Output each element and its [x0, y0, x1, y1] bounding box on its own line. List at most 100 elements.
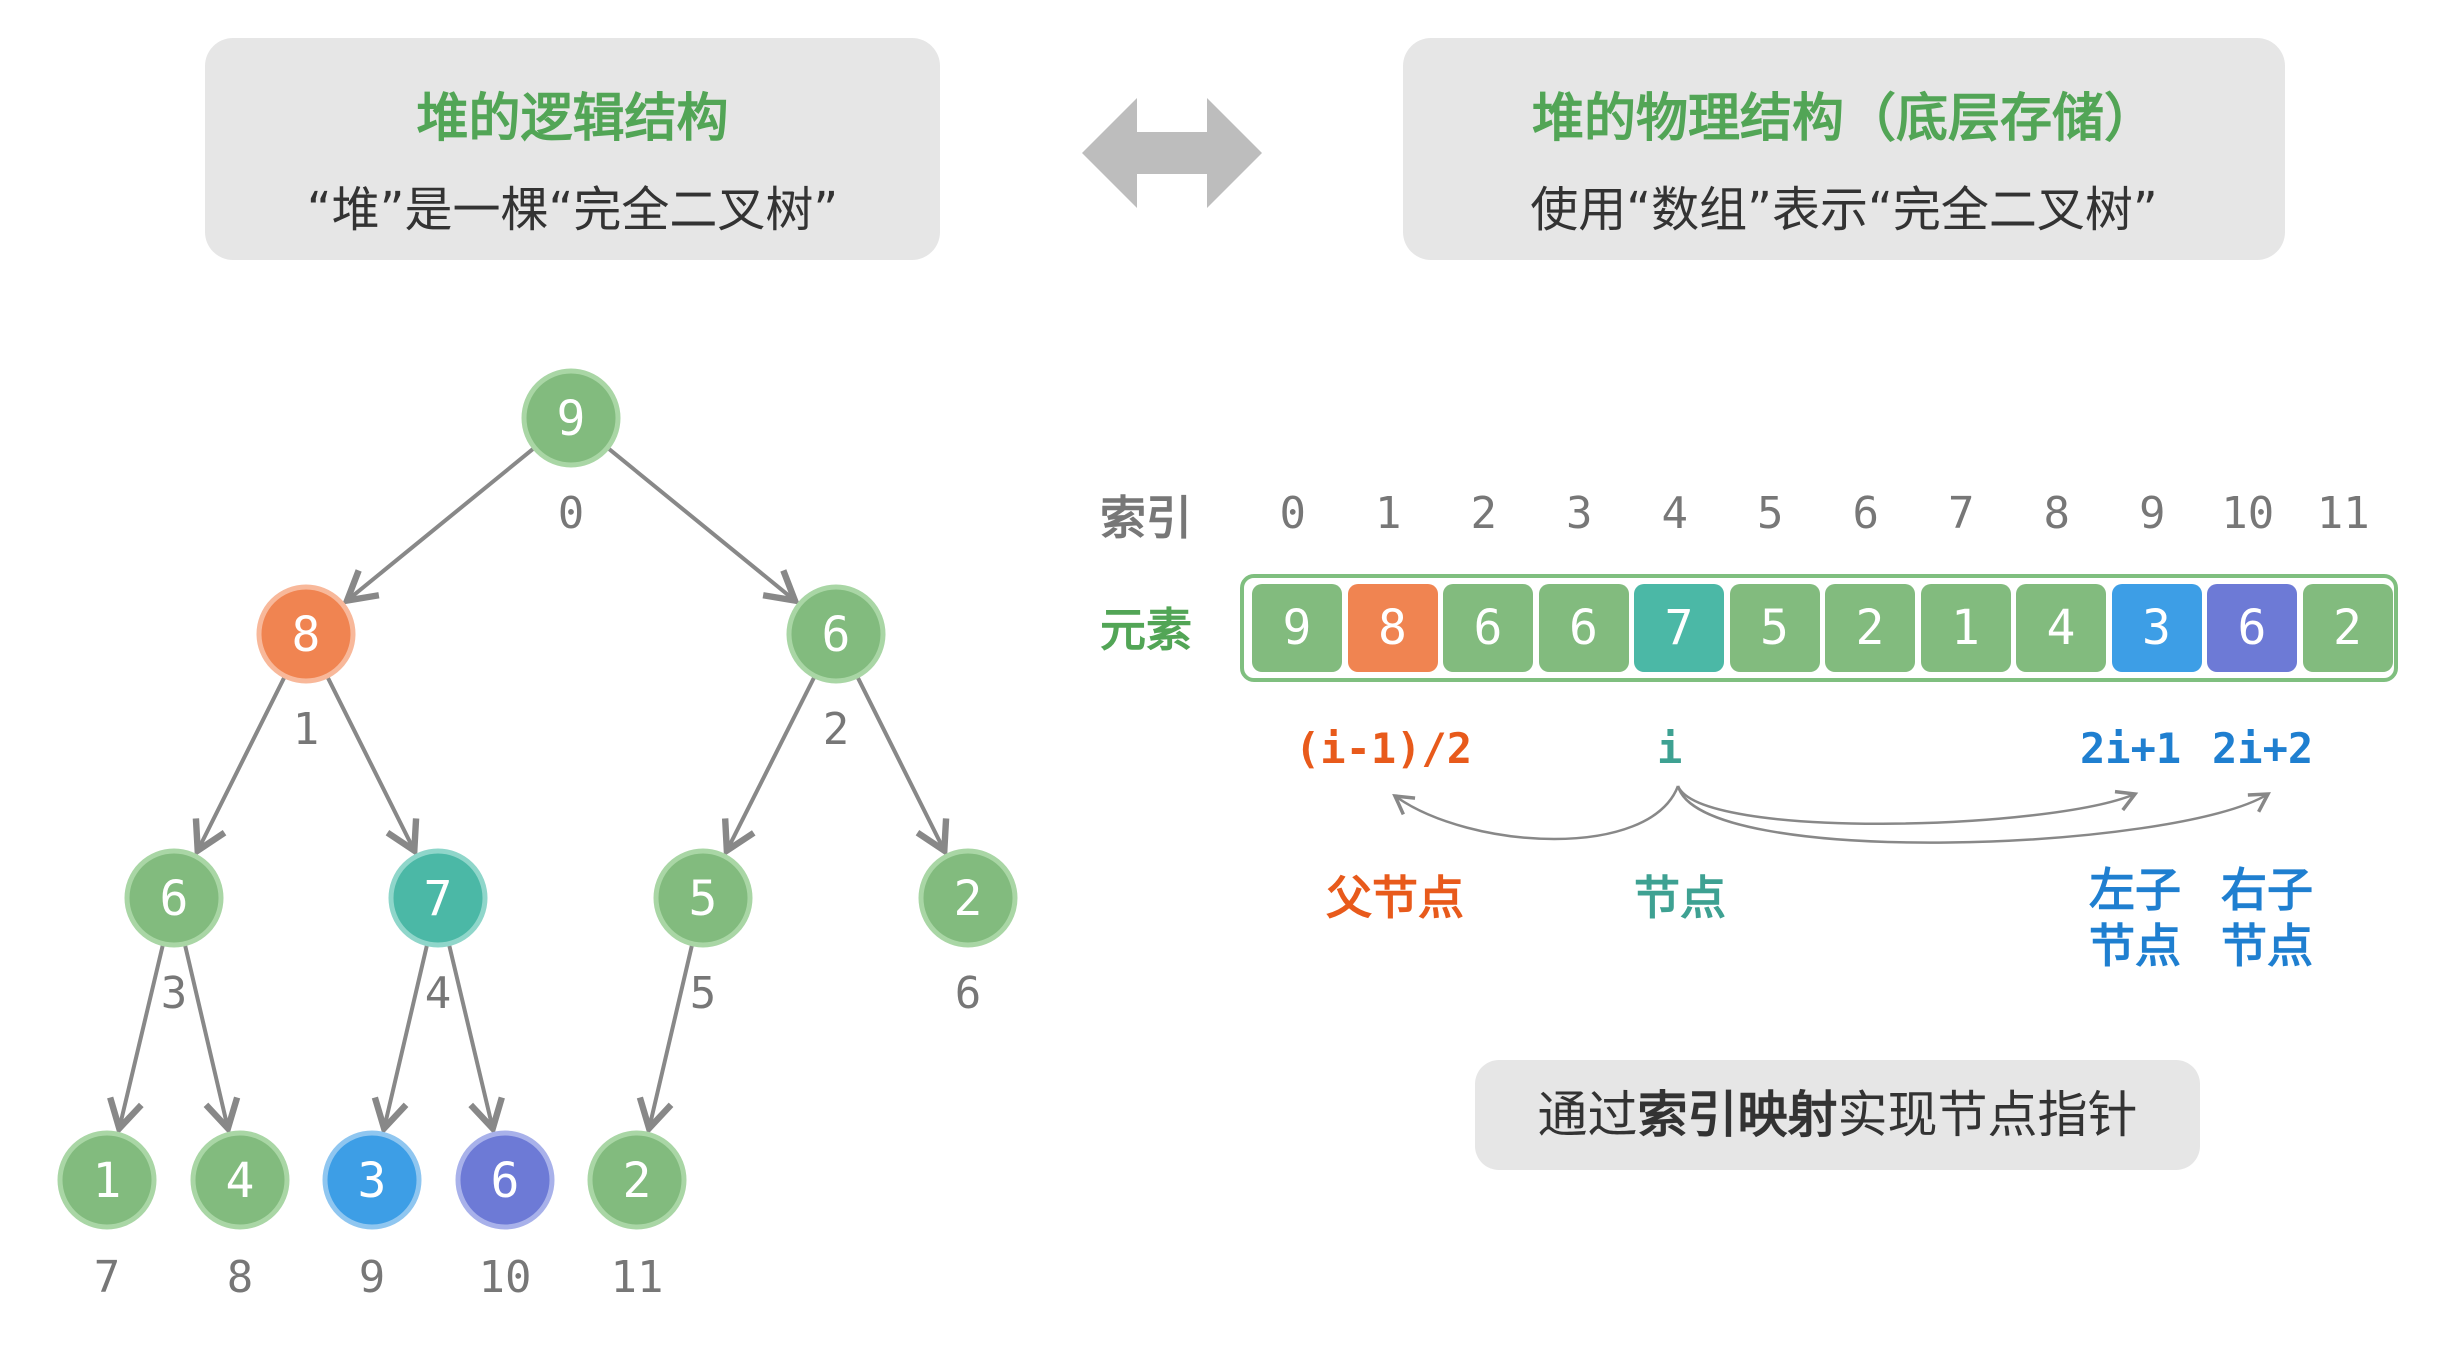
tree-node-index: 3	[161, 968, 188, 1019]
tree-edge	[607, 447, 800, 605]
tree-node-index: 10	[479, 1252, 532, 1303]
note-bold: 索引映射	[1637, 1086, 1838, 1144]
tree-edge	[856, 676, 950, 857]
tree-node: 48	[190, 1130, 290, 1303]
tree-node-value: 2	[623, 1153, 652, 1209]
index-mapping-note: 通过索引映射实现节点指针	[1475, 1060, 2200, 1170]
right-child-caption-line1: 右子	[2221, 863, 2313, 917]
tree-node-index: 1	[293, 704, 320, 755]
left-child-caption: 左子 节点	[2080, 862, 2190, 974]
tree-node-index: 9	[359, 1252, 386, 1303]
node-caption: 节点	[1634, 871, 1726, 925]
tree-node-value: 2	[954, 871, 983, 927]
tree-edge	[183, 945, 241, 1135]
tree-node: 55	[653, 848, 753, 1019]
tree-edge	[447, 945, 505, 1135]
tree-node-index: 6	[955, 968, 982, 1019]
tree-node-index: 2	[823, 704, 850, 755]
array-index-label: 3	[1566, 488, 1593, 539]
physical-structure-box: 堆的物理结构（底层存储） 使用“数组”表示“完全二叉树”	[1403, 38, 2285, 260]
tree-node: 90	[521, 368, 621, 539]
tree-node: 39	[322, 1130, 422, 1303]
array-index-label: 11	[2316, 488, 2370, 539]
double-headed-arrow-icon	[1082, 98, 1262, 208]
tree-node: 2 11	[587, 1130, 687, 1303]
tree-node-value: 7	[424, 871, 453, 927]
tree-node-index: 7	[94, 1252, 121, 1303]
right-child-caption: 右子 节点	[2212, 862, 2322, 974]
right-child-index-formula: 2i+2	[2212, 724, 2314, 773]
tree-node-index: 5	[690, 968, 717, 1019]
array-index-label: 1	[1375, 488, 1402, 539]
array-cell: 5	[1729, 584, 1820, 672]
parent-index-formula: (i-1)/2	[1295, 724, 1473, 773]
array-cell: 6	[2207, 584, 2297, 672]
array-index-label: 8	[2043, 488, 2071, 539]
array-index-label: 6	[1852, 488, 1880, 539]
physical-structure-subtitle: 使用“数组”表示“完全二叉树”	[1530, 182, 2158, 238]
tree-edge	[107, 945, 165, 1135]
array-cell: 6	[1538, 584, 1629, 672]
array-cell: 7	[1634, 584, 1724, 672]
index-row-label: 索引	[1100, 491, 1192, 545]
tree-edge	[326, 676, 420, 857]
array-index-label: 2	[1470, 488, 1498, 539]
tree-node-index: 11	[611, 1252, 664, 1303]
physical-structure-title: 堆的物理结构（底层存储）	[1531, 89, 2156, 149]
array-cell: 9	[1252, 584, 1342, 672]
tree-node-index: 0	[558, 488, 585, 539]
tree-edge	[636, 945, 694, 1135]
tree-edge	[192, 676, 286, 857]
array-index-label: 7	[1948, 488, 1975, 539]
tree-node: 63	[124, 848, 224, 1019]
array-cell: 8	[1347, 584, 1438, 672]
array-cell: 4	[2016, 584, 2106, 672]
tree-node-value: 9	[557, 391, 586, 447]
logical-structure-subtitle: “堆”是一棵“完全二叉树”	[306, 182, 839, 238]
tree-node-index: 8	[227, 1252, 254, 1303]
tree-node-value: 4	[226, 1153, 255, 1209]
tree-node-value: 6	[491, 1153, 520, 1209]
tree-node-value: 8	[292, 607, 321, 663]
note-suffix: 实现节点指针	[1837, 1086, 2138, 1144]
left-child-caption-line1: 左子	[2089, 863, 2181, 917]
tree-node-value: 6	[160, 871, 189, 927]
right-child-caption-line2: 节点	[2221, 919, 2313, 973]
tree-node: 26	[918, 848, 1018, 1019]
tree-node: 74	[388, 848, 488, 1019]
array-cell: 3	[2111, 584, 2202, 672]
logical-structure-title: 堆的逻辑结构	[416, 89, 729, 149]
left-child-caption-line2: 节点	[2089, 919, 2181, 973]
node-index-formula: i	[1657, 724, 1683, 773]
logical-structure-box: 堆的逻辑结构 “堆”是一棵“完全二叉树”	[205, 38, 940, 260]
arrow-to-parent	[1392, 785, 1680, 841]
tree-node-value: 3	[358, 1153, 387, 1209]
arrow-to-left-child	[1676, 785, 2139, 825]
array-index-label: 0	[1279, 488, 1307, 539]
tree-node: 81	[256, 584, 356, 755]
array-index-label: 4	[1661, 488, 1689, 539]
tree-node: 62	[786, 584, 886, 755]
array-cell: 6	[1443, 584, 1533, 672]
array-cell: 2	[2302, 584, 2393, 672]
tree-edge	[371, 945, 429, 1135]
tree-node: 6 10	[455, 1130, 555, 1303]
arrow-to-right-child	[1676, 785, 2271, 844]
tree-edge	[342, 447, 535, 605]
array-cell: 2	[1825, 584, 1915, 672]
parent-node-caption: 父节点	[1326, 871, 1464, 925]
element-row-label: 元素	[1100, 603, 1192, 657]
array-index-label: 9	[2139, 488, 2166, 539]
tree-edge	[721, 676, 816, 857]
note-prefix: 通过	[1537, 1086, 1638, 1144]
tree-node-value: 1	[93, 1153, 122, 1209]
tree-node-value: 5	[689, 871, 718, 927]
tree-node: 17	[57, 1130, 157, 1303]
left-child-index-formula: 2i+1	[2080, 724, 2182, 773]
tree-node-index: 4	[425, 968, 452, 1019]
array-index-label: 5	[1757, 488, 1784, 539]
